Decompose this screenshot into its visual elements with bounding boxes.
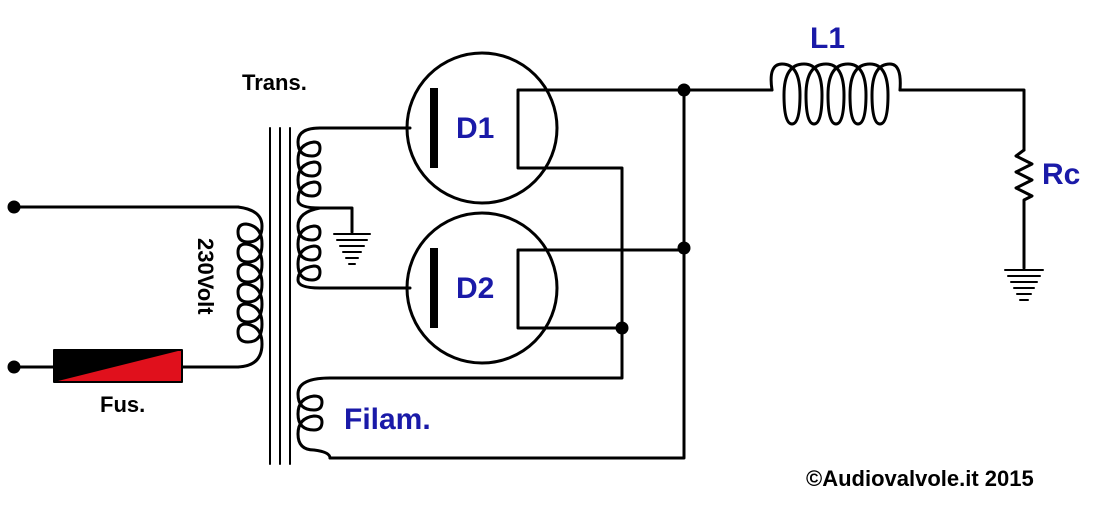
wire-inductor-to-load — [898, 88, 1026, 152]
d1-heater-wire — [328, 166, 624, 380]
junction-middle — [677, 241, 691, 255]
tube-d2 — [405, 211, 559, 365]
label-l1: L1 — [810, 22, 846, 55]
label-filament: Filam. — [344, 403, 431, 436]
load-resistor — [1014, 148, 1034, 270]
center-tap-ground-symbol — [333, 233, 371, 265]
inductor-l1 — [769, 62, 902, 126]
filament-winding — [296, 376, 332, 460]
label-fuse: Fus. — [100, 392, 146, 417]
label-transformer: Trans. — [242, 70, 307, 95]
label-mains-voltage: 230Volt — [193, 238, 218, 315]
output-bus — [328, 88, 686, 460]
mains-input — [7, 200, 240, 374]
primary-winding — [236, 205, 264, 369]
tube-d1 — [405, 51, 559, 205]
center-tap-wire — [318, 206, 354, 234]
heater-junction — [615, 321, 629, 335]
fuse — [53, 349, 183, 383]
load-ground-symbol — [1004, 269, 1044, 301]
secondary-winding — [296, 126, 322, 290]
transformer-core — [269, 127, 291, 465]
copyright-text: ©Audiovalvole.it 2015 — [806, 466, 1034, 491]
label-d1: D1 — [456, 112, 495, 145]
label-rc: Rc — [1042, 158, 1081, 191]
label-d2: D2 — [456, 272, 495, 305]
